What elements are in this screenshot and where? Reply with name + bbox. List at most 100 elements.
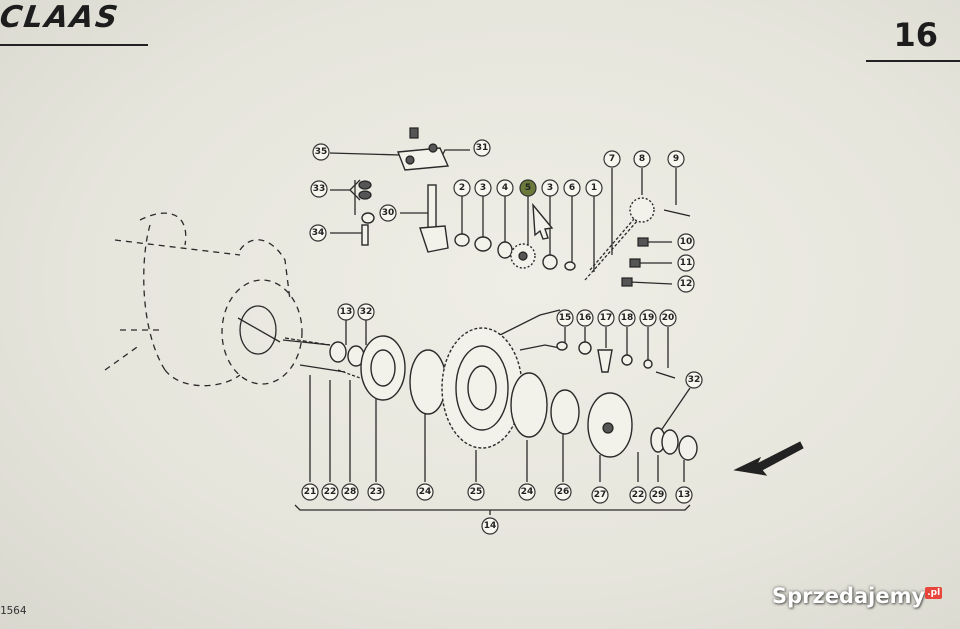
callout-number: 22 [632,490,645,500]
callout-32: 32 [685,371,703,389]
callout-circle [496,179,514,197]
callout-number: 28 [344,487,357,497]
callout-circle [541,179,559,197]
callout-23: 23 [367,483,385,501]
callout-number: 11 [680,258,693,268]
callout-circle [629,486,647,504]
callout-11: 11 [677,254,695,272]
drawing-code: 1564 [0,604,27,617]
callout-circle [416,483,434,501]
callout-circle [685,371,703,389]
callout-number: 26 [557,487,570,497]
callout-number: 9 [673,154,679,164]
callout-circle [481,517,499,535]
callout-27: 27 [591,486,609,504]
callout-22: 22 [629,486,647,504]
callout-circle [639,309,657,327]
callout-circle [337,303,355,321]
callout-circle [312,143,330,161]
callout-circle [309,224,327,242]
callout-number: 4 [502,183,508,193]
callout-circle [473,139,491,157]
callout-20: 20 [659,309,677,327]
callout-31: 31 [473,139,491,157]
callout-circle [591,486,609,504]
callout-circle [467,483,485,501]
callout-number: 12 [680,279,693,289]
callout-circle [357,303,375,321]
callout-13: 13 [675,486,693,504]
callout-number: 34 [312,228,325,238]
callout-circle [585,179,603,197]
callout-22: 22 [321,483,339,501]
callout-number: 32 [360,307,373,317]
callout-32: 32 [357,303,375,321]
callout-number: 2 [459,183,465,193]
watermark-tld: .pl [925,587,943,599]
callout-number: 30 [382,208,395,218]
callout-number: 7 [609,154,615,164]
callout-number: 24 [521,487,534,497]
callout-10: 10 [677,233,695,251]
callout-circle [667,150,685,168]
callout-circle [675,486,693,504]
callout-4: 4 [496,179,514,197]
page-number: 16 [893,16,938,54]
callout-circle [301,483,319,501]
callout-17: 17 [597,309,615,327]
callout-number: 33 [313,184,326,194]
callout-circle [618,309,636,327]
callout-number: 20 [662,313,675,323]
callout-circle [367,483,385,501]
callout-number: 35 [315,147,328,157]
callout-18: 18 [618,309,636,327]
callout-circle [563,179,581,197]
callout-circle [474,179,492,197]
callout-5: 5 [519,179,537,197]
machine-outline [104,212,303,387]
watermark-logo: Sprzedajemy.pl [772,584,943,608]
callout-24: 24 [416,483,434,501]
callout-circle [659,309,677,327]
callout-number: 29 [652,490,665,500]
callout-33: 33 [310,180,328,198]
callout-number: 18 [621,313,634,323]
callout-circle [379,204,397,222]
callout-number: 27 [594,490,607,500]
callout-24: 24 [518,483,536,501]
callout-circle [597,309,615,327]
callout-number: 19 [642,313,655,323]
callout-14: 14 [481,517,499,535]
callout-number: 21 [304,487,317,497]
callout-28: 28 [341,483,359,501]
lower-assembly-parts [284,327,698,461]
callout-15: 15 [556,309,574,327]
callout-circle [554,483,572,501]
callout-8: 8 [633,150,651,168]
callout-number: 13 [678,490,691,500]
callout-34: 34 [309,224,327,242]
callout-number: 22 [324,487,337,497]
callout-19: 19 [639,309,657,327]
callout-circle [677,233,695,251]
callout-number: 23 [370,487,383,497]
callout-3: 3 [541,179,559,197]
callout-circle [677,275,695,293]
callout-circle [518,483,536,501]
callout-26: 26 [554,483,572,501]
callout-1: 1 [585,179,603,197]
callout-circle [576,309,594,327]
callout-29: 29 [649,486,667,504]
header-rule-left [0,44,148,46]
callout-13: 13 [337,303,355,321]
callout-7: 7 [603,150,621,168]
callout-circle [341,483,359,501]
callout-12: 12 [677,275,695,293]
callout-circle [603,150,621,168]
callout-2: 2 [453,179,471,197]
callout-number: 10 [680,237,693,247]
callout-number: 24 [419,487,432,497]
